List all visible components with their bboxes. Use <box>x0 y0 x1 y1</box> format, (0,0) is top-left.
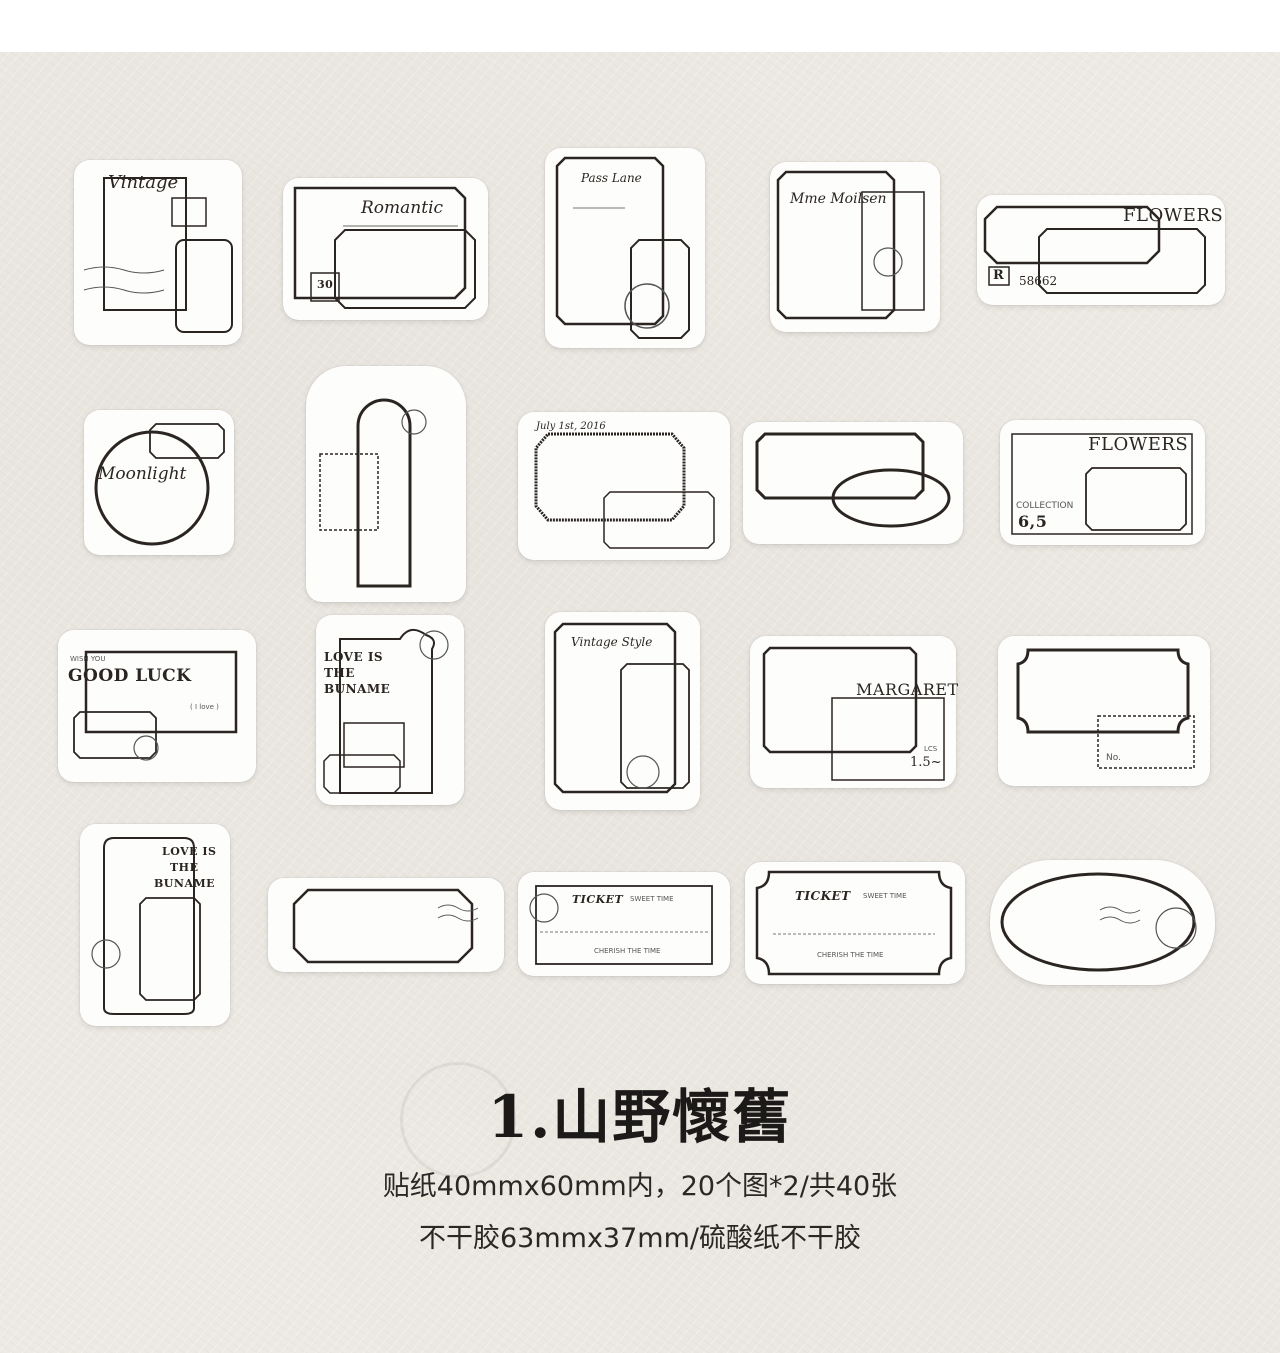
spec-line-2: 不干胶63mmx37mm/硫酸纸不干胶 <box>419 1223 861 1254</box>
sticker-line2: THE <box>170 861 199 874</box>
sticker-footer: CHERISH THE TIME <box>594 947 661 955</box>
frame-drawing <box>755 432 951 528</box>
sticker-pass-lane[interactable]: Pass Lane <box>545 148 705 348</box>
frame-drawing <box>555 156 690 339</box>
sticker-arch[interactable] <box>306 366 466 602</box>
sticker-number: 58662 <box>1019 274 1058 288</box>
page-title: 1.山野懷舊 <box>487 1083 793 1151</box>
frame-drawing <box>1000 872 1197 972</box>
frame-drawing <box>1011 433 1193 535</box>
sticker-number: 6,5 <box>1018 512 1048 531</box>
sticker-romantic[interactable]: Romantic 30 <box>283 178 488 320</box>
frame-drawing <box>983 205 1206 294</box>
sticker-word: GOOD LUCK <box>68 666 192 686</box>
sticker-vintage[interactable]: Vintage <box>74 160 242 345</box>
sticker-line2: THE <box>324 666 355 680</box>
sticker-word: Vintage Style <box>571 635 653 649</box>
sticker-word: Mme Moilsen <box>790 191 887 207</box>
stamp-watermark <box>400 1062 516 1178</box>
sticker-oval-frame[interactable] <box>743 422 963 544</box>
sticker-word: MARGARET <box>856 680 959 699</box>
frame-drawing <box>319 398 427 588</box>
sticker-number: 30 <box>317 278 334 291</box>
frame-drawing <box>94 423 225 546</box>
sticker-word: Moonlight <box>98 464 187 484</box>
frame-drawing <box>293 186 476 309</box>
sticker-july[interactable]: July 1st, 2016 <box>518 412 730 560</box>
sticker-vintage-style[interactable]: Vintage Style <box>545 612 700 810</box>
frame-drawing <box>553 622 690 794</box>
sticker-word: TICKET <box>572 893 624 906</box>
sticker-margaret[interactable]: MARGARET LCS 1.5~ <box>750 636 959 788</box>
sticker-love-is-1[interactable]: LOVE IS THE BUNAME <box>316 615 464 805</box>
sticker-note: ( I love ) <box>190 703 219 711</box>
sticker-line3: BUNAME <box>324 682 391 696</box>
sticker-word: TICKET <box>795 889 851 903</box>
sticker-mme[interactable]: Mme Moilsen <box>770 162 940 332</box>
frame-drawing <box>529 885 713 965</box>
sticker-small: SWEET TIME <box>630 895 674 903</box>
frame-drawing <box>534 432 715 549</box>
sticker-line3: BUNAME <box>154 877 216 890</box>
sticker-small: WISH YOU <box>70 655 106 663</box>
spec-line-1: 贴纸40mmx60mm内，20个图*2/共40张 <box>382 1171 898 1202</box>
sticker-number: 1.5~ <box>910 755 942 770</box>
sticker-good-luck[interactable]: WISH YOU GOOD LUCK ( I love ) <box>58 630 256 782</box>
sticker-word: Vintage <box>108 172 179 193</box>
frame-drawing <box>776 170 925 320</box>
frame-drawing <box>762 646 945 781</box>
sticker-moonlight[interactable]: Moonlight <box>84 410 234 555</box>
frame-drawing <box>83 177 233 333</box>
sticker-scalloped-label[interactable]: No. <box>998 636 1210 786</box>
sticker-ticket-2[interactable]: TICKET SWEET TIME CHERISH THE TIME <box>745 862 965 984</box>
sticker-oval[interactable] <box>990 860 1215 985</box>
sticker-code: R <box>993 268 1005 283</box>
frame-drawing <box>1016 648 1195 769</box>
frame-drawing <box>323 628 449 794</box>
sticker-word: FLOWERS <box>1088 434 1189 455</box>
sticker-small: SWEET TIME <box>863 892 907 900</box>
frame-drawing <box>91 837 201 1015</box>
sticker-footer: CHERISH THE TIME <box>817 951 884 959</box>
frame-drawing <box>755 870 953 976</box>
sticker-word: July 1st, 2016 <box>536 421 606 432</box>
sticker-love-is-2[interactable]: LOVE IS THE BUNAME <box>80 824 230 1026</box>
sticker-label: COLLECTION <box>1016 501 1074 511</box>
sticker-label: No. <box>1106 753 1121 763</box>
sticker-flowers[interactable]: FLOWERS R 58662 <box>977 195 1225 305</box>
frame-drawing <box>73 650 238 761</box>
sticker-script-ticket[interactable] <box>268 878 504 972</box>
frame-drawing <box>292 888 479 964</box>
sticker-word: FLOWERS <box>1123 205 1224 226</box>
sticker-line1: LOVE IS <box>162 845 217 858</box>
sticker-word: Pass Lane <box>581 171 642 185</box>
sticker-word: Romantic <box>361 198 444 218</box>
sticker-line1: LOVE IS <box>324 650 384 664</box>
sticker-ticket-1[interactable]: TICKET SWEET TIME CHERISH THE TIME <box>518 872 730 976</box>
sticker-label: LCS <box>924 745 938 753</box>
sticker-flowers-collection[interactable]: FLOWERS COLLECTION 6,5 <box>1000 420 1205 545</box>
